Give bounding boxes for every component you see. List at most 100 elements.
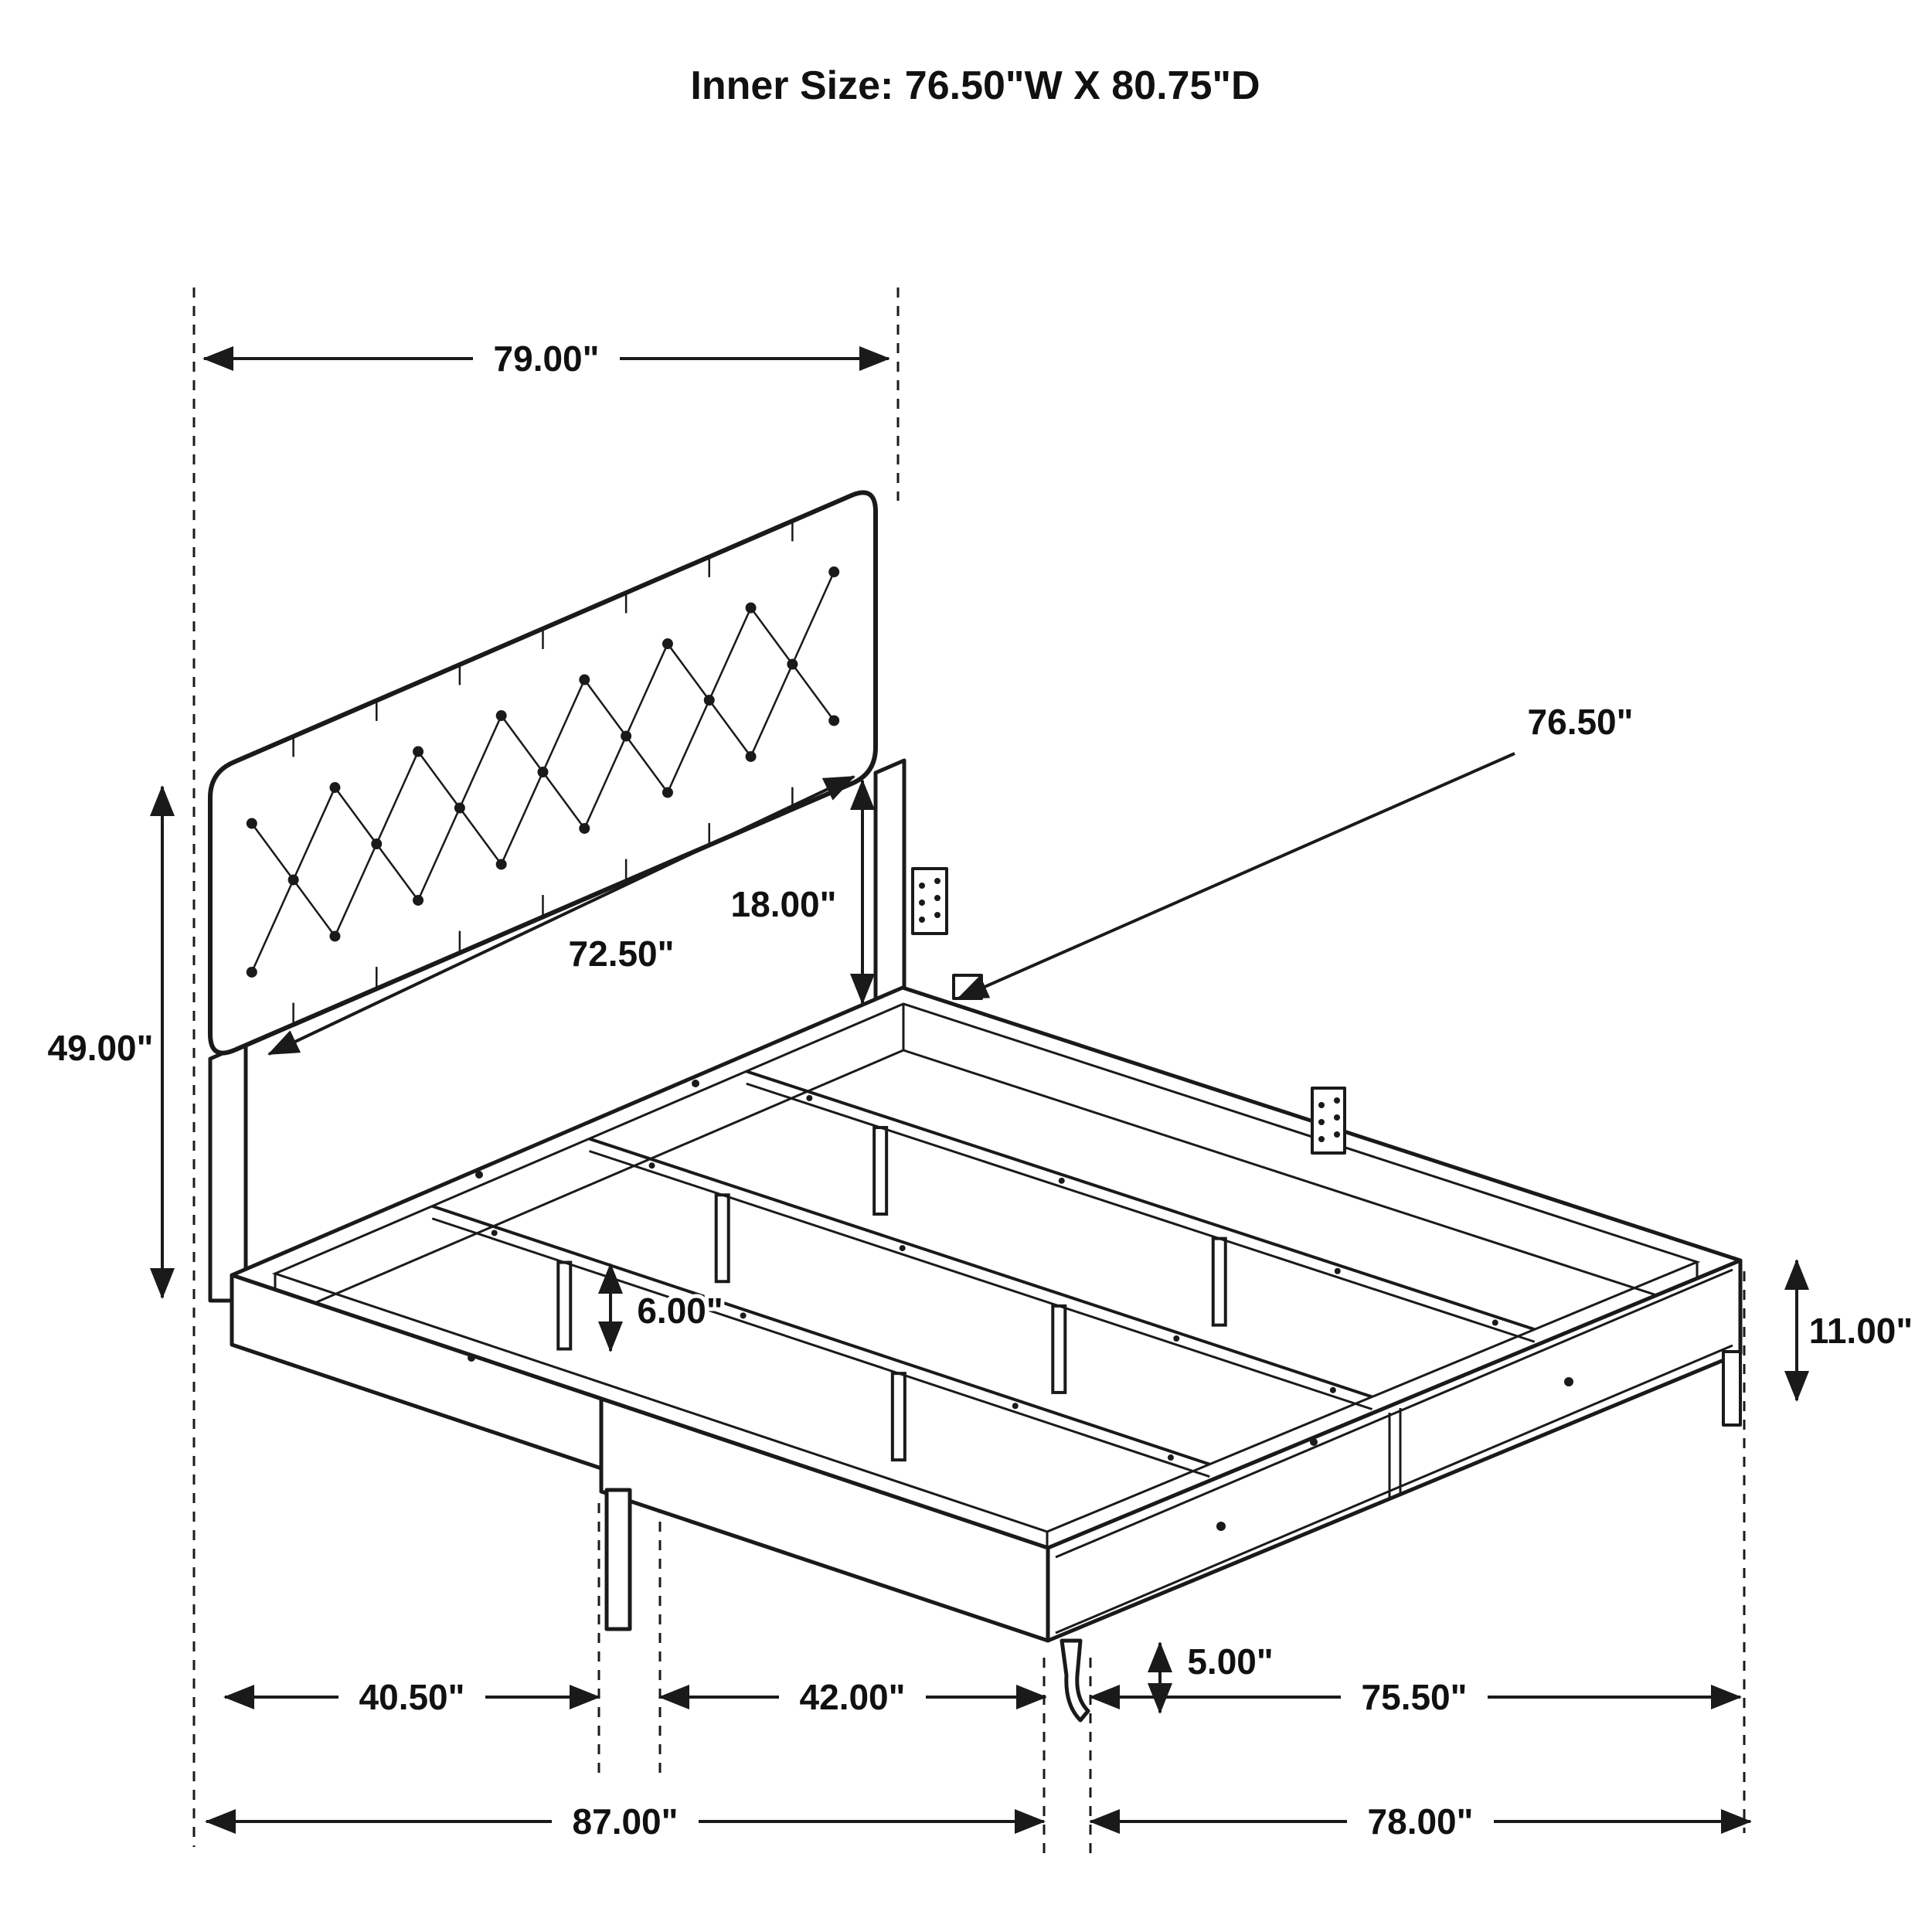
slat-rail-bottom-edge (589, 1150, 1372, 1410)
tuft-crease-line (624, 643, 669, 737)
drawer-top-edge (1055, 1268, 1733, 1559)
screw-dot (1012, 1403, 1019, 1410)
rail-screw-dot (692, 1080, 699, 1087)
tuft-button (662, 787, 673, 798)
tuft-crease-line (791, 663, 835, 722)
slat-rail-leg (714, 1193, 730, 1284)
tuft-crease-line (708, 607, 752, 701)
dim-inner-width-leader (957, 752, 1515, 1000)
dim-overall-depth-label: 87.00" (573, 1801, 679, 1842)
dim-support-leg-label: 6.00" (637, 1291, 723, 1331)
headboard-left-post (208, 1041, 248, 1303)
rail-screw-dot (475, 1171, 483, 1179)
screw-dot (1058, 1177, 1065, 1184)
dim-overall-width-label: 79.00" (494, 338, 600, 379)
dim-side-depth-label: 75.50" (1362, 1677, 1468, 1717)
screw-dot (740, 1312, 747, 1319)
tuft-button (662, 638, 673, 650)
screw-dot (806, 1094, 813, 1101)
rail-screw-dot (1310, 1438, 1318, 1446)
tuft-crease-line (542, 679, 586, 773)
inner-wall-head (274, 1049, 904, 1321)
slat-support-rails (431, 1070, 1536, 1478)
tuft-button (413, 746, 424, 757)
tuft-button (828, 715, 840, 726)
mounting-bracket-headboard (911, 867, 948, 935)
tuft-button (495, 710, 507, 722)
tuft-button (828, 566, 840, 578)
drawer-screw-dot (1216, 1522, 1226, 1531)
tuft-crease-line (750, 663, 794, 757)
slat-rail-top-edge (431, 1204, 1210, 1466)
tuft-button (246, 818, 257, 829)
slat-rail-leg (556, 1260, 573, 1351)
dim-drawer-section-label: 42.00" (800, 1677, 906, 1717)
mid-side-leg (604, 1488, 632, 1631)
slat-rail-leg (1211, 1236, 1227, 1327)
headboard-right-post (873, 758, 906, 1027)
tuft-crease-line (791, 571, 835, 665)
slat-rail-top-edge (746, 1070, 1536, 1332)
rail-screw-dot (468, 1354, 475, 1362)
tuft-button (703, 695, 715, 706)
tuft-button (579, 822, 590, 834)
slat-rail-top-edge (588, 1137, 1373, 1399)
tuft-button (329, 930, 341, 942)
tuft-button (537, 767, 549, 777)
extension-lines (192, 287, 1746, 1855)
dim-label-bg (1347, 1799, 1494, 1844)
diagram-title: Inner Size: 76.50"W X 80.75"D (690, 63, 1260, 108)
dim-label-bg (473, 336, 620, 381)
tuft-button (745, 602, 757, 614)
screw-dot (899, 1245, 906, 1252)
tuft-button (287, 874, 299, 886)
tuft-button (454, 802, 465, 814)
screw-dot (1173, 1335, 1180, 1342)
screw-dot (1167, 1454, 1174, 1461)
dim-panel-width-label: 72.50" (569, 934, 675, 974)
tuft-button (495, 859, 507, 870)
mounting-bracket-center (1311, 1087, 1346, 1155)
tuft-button (579, 674, 590, 685)
dim-inner-width-label: 76.50" (1528, 702, 1634, 742)
tuft-button (246, 966, 257, 978)
dim-head-section-label: 40.50" (359, 1677, 465, 1717)
tuft-crease-line (666, 643, 710, 701)
tuft-crease-line (708, 699, 752, 757)
tuft-crease-line (583, 679, 628, 737)
screw-dot (1492, 1319, 1498, 1326)
dim-label-bg (1341, 1675, 1488, 1719)
screw-dot (648, 1162, 655, 1169)
dim-label-bg (552, 1799, 699, 1844)
dim-label-bg (338, 1675, 485, 1719)
screw-dot (1329, 1386, 1336, 1393)
tuft-crease-line (750, 607, 794, 665)
dim-panel-height-label: 18.00" (731, 884, 837, 924)
right-corner-leg (1722, 1350, 1742, 1427)
screw-dot (491, 1230, 498, 1236)
dim-foot-width-label: 78.00" (1368, 1801, 1474, 1842)
slat-rail-bottom-edge (431, 1217, 1210, 1478)
drawer-screw-dot (1564, 1377, 1573, 1386)
tuft-button (787, 658, 798, 670)
tuft-button (329, 782, 341, 794)
dim-label-bg (779, 1675, 926, 1719)
platform-top (230, 985, 1743, 1550)
drawer-bottom-edge (1055, 1344, 1733, 1634)
tuft-button (745, 750, 757, 762)
bed-drawing (208, 490, 1743, 1723)
tuft-button (371, 838, 383, 849)
dim-front-leg-label: 5.00" (1187, 1641, 1273, 1682)
tuft-button (621, 730, 632, 742)
foot-metal-leg (1060, 1638, 1090, 1723)
slat-rail-bottom-edge (746, 1082, 1536, 1343)
dimension-annotations: 79.00" 49.00" 18.00" 72.50" 76.50" 6.00"… (44, 335, 1917, 1845)
slat-rail-leg (890, 1372, 906, 1462)
inner-wall-right (903, 1049, 1698, 1310)
dim-headboard-height-label: 49.00" (48, 1028, 154, 1068)
slat-rail-leg (872, 1126, 889, 1216)
dim-panel-width-line (267, 775, 855, 1056)
tuft-button (413, 894, 424, 906)
